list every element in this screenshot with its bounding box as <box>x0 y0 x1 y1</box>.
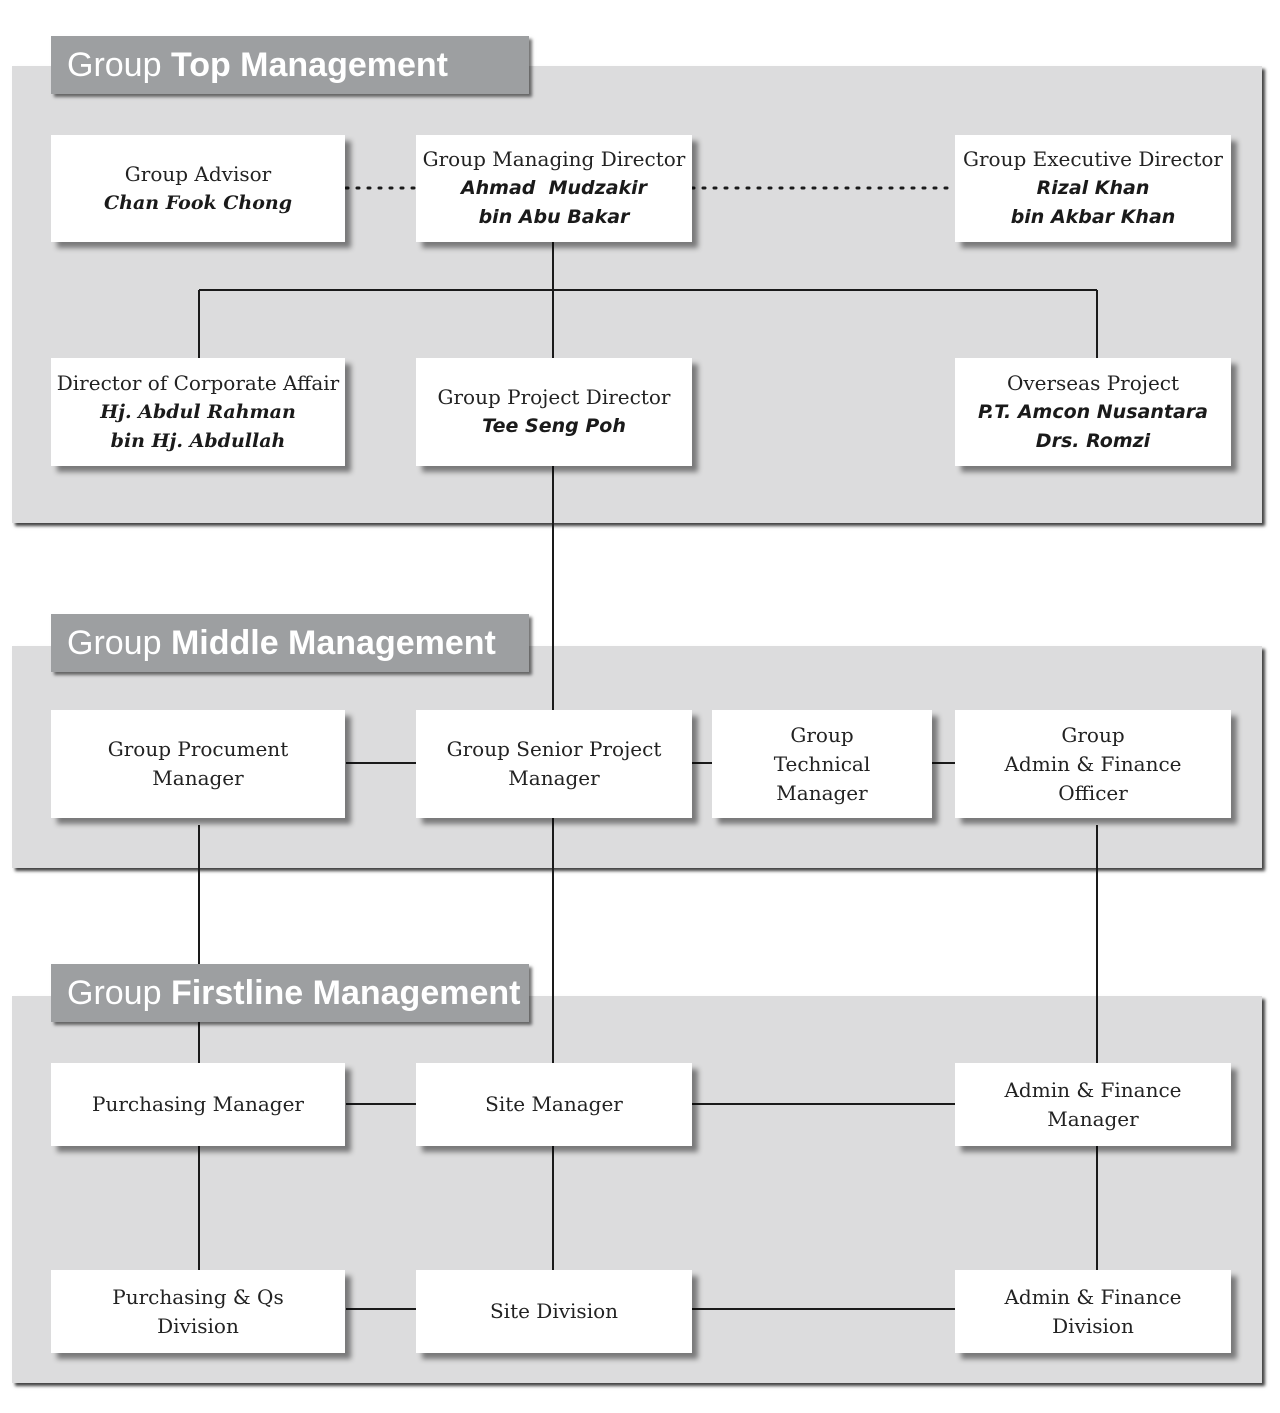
corporate-affair-box: Director of Corporate Affair Hj. Abdul R… <box>51 358 345 466</box>
box-role: Overseas Project <box>1006 370 1180 395</box>
box-line-1: Group Procument <box>107 737 289 761</box>
box-person-name-2: bin Abu Bakar <box>478 206 630 228</box>
box-line-1: Site Division <box>489 1299 619 1323</box>
box-line-2: Technical <box>773 751 871 776</box>
box-line-1: Admin & Finance <box>1004 1284 1182 1309</box>
box-person-name: Ahmad Mudzakir <box>460 177 648 199</box>
firstline-management-title: Group Firstline Management <box>51 964 529 1022</box>
group-advisor-box: Group Advisor Chan Fook Chong <box>51 135 345 242</box>
section-title: Top Management <box>170 46 448 84</box>
project-director-box: Group Project Director Tee Seng Poh <box>416 358 692 466</box>
technical-manager-box: Group Technical Manager <box>712 710 932 818</box>
box-person-name-2: bin Akbar Khan <box>1010 206 1176 228</box>
overseas-project-box: Overseas Project P.T. Amcon Nusantara Dr… <box>955 358 1231 466</box>
box-line-2: Division <box>157 1313 239 1338</box>
box-line-2: Manager <box>508 766 600 790</box>
site-manager-box: Site Manager <box>416 1063 692 1146</box>
box-line-2: Division <box>1052 1313 1134 1338</box>
box-person-name: P.T. Amcon Nusantara <box>978 400 1208 423</box>
box-role: Group Project Director <box>437 385 671 409</box>
box-line-1: Purchasing & Qs <box>112 1284 284 1309</box>
box-person-name-2: Drs. Romzi <box>1035 429 1151 452</box>
senior-project-manager-box: Group Senior Project Manager <box>416 710 692 818</box>
section-prefix: Group <box>67 46 162 84</box>
box-person-name: Chan Fook Chong <box>104 191 292 214</box>
box-person-name: Rizal Khan <box>1036 177 1150 199</box>
top-management-title: Group Top Management <box>51 36 529 94</box>
box-role: Group Executive Director <box>962 147 1223 171</box>
box-line-1: Site Manager <box>485 1092 623 1116</box>
middle-management-title: Group Middle Management <box>51 614 529 672</box>
admin-finance-manager-box: Admin & Finance Manager <box>955 1063 1231 1146</box>
purchasing-manager-box: Purchasing Manager <box>51 1063 345 1146</box>
procument-manager-box: Group Procument Manager <box>51 710 345 818</box>
box-person-name-2: bin Hj. Abdullah <box>110 429 286 452</box>
box-line-2: Manager <box>1047 1106 1139 1131</box>
box-person-name: Tee Seng Poh <box>482 415 626 437</box>
box-line-1: Admin & Finance <box>1004 1077 1182 1102</box>
box-line-2: Manager <box>152 766 244 790</box>
section-title: Firstline Management <box>170 974 521 1012</box>
box-line-1: Purchasing Manager <box>91 1092 304 1116</box>
box-person-name: Hj. Abdul Rahman <box>100 400 296 423</box>
section-prefix: Group <box>67 974 162 1012</box>
box-role: Group Advisor <box>124 161 272 186</box>
box-line-1: Group Senior Project <box>446 737 662 761</box>
executive-director-box: Group Executive Director Rizal Khan bin … <box>955 135 1231 242</box>
admin-finance-officer-box: Group Admin & Finance Officer <box>955 710 1231 818</box>
box-line-3: Officer <box>1058 780 1128 805</box>
managing-director-box: Group Managing Director Ahmad Mudzakir b… <box>416 135 692 242</box>
box-role: Director of Corporate Affair <box>56 370 340 395</box>
box-role: Group Managing Director <box>422 147 686 171</box>
section-prefix: Group <box>67 624 162 662</box>
box-line-1: Group <box>790 722 854 747</box>
box-line-1: Group <box>1061 722 1125 747</box>
section-title: Middle Management <box>170 624 496 662</box>
box-line-2: Admin & Finance <box>1004 751 1182 776</box>
site-division-box: Site Division <box>416 1270 692 1353</box>
admin-finance-division-box: Admin & Finance Division <box>955 1270 1231 1353</box>
box-line-3: Manager <box>776 780 868 805</box>
purchasing-division-box: Purchasing & Qs Division <box>51 1270 345 1353</box>
